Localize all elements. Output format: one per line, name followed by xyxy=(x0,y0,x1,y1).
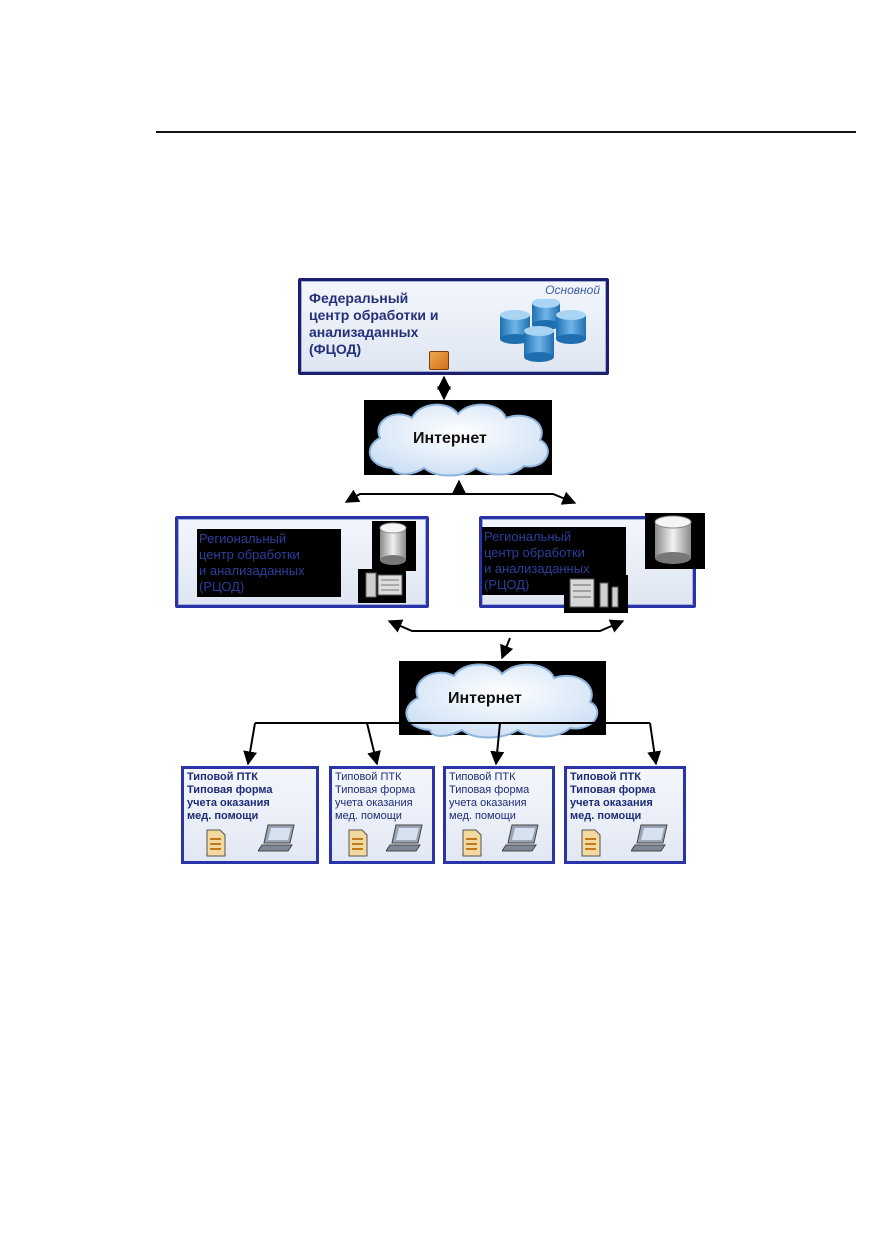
federal-center-box: Федеральный центр обработки и анализадан… xyxy=(298,278,609,375)
document-icon xyxy=(206,829,226,857)
server-icon xyxy=(564,575,628,613)
ptk-title-2: Типовой ПТК Типовая форма учета оказания… xyxy=(335,771,416,822)
arrow-internet-reg-right xyxy=(459,491,577,505)
document-icon xyxy=(348,829,368,857)
regional-center-right: Региональный центр обработки и анализада… xyxy=(479,513,705,613)
ptk-box-1: Типовой ПТК Типовая форма учета оказания… xyxy=(181,766,319,864)
internet-bottom-label: Интернет xyxy=(448,690,522,707)
laptop-icon xyxy=(258,824,295,852)
ptk-box-2: Типовой ПТК Типовая форма учета оказания… xyxy=(329,766,435,864)
laptop-icon xyxy=(631,824,668,852)
firewall-icon xyxy=(429,351,449,370)
internet-top-label: Интернет xyxy=(413,430,487,447)
database-icon xyxy=(500,299,586,362)
document-icon xyxy=(462,829,482,857)
regional-center-left: Региональный центр обработки и анализада… xyxy=(175,516,429,608)
arrow-reg-right-bus xyxy=(412,619,625,633)
arrow-ptk-3 xyxy=(490,722,505,766)
ptk-title-1: Типовой ПТК Типовая форма учета оказания… xyxy=(187,771,273,822)
federal-center-badge: Основной xyxy=(545,283,600,297)
arrow-ptk-2 xyxy=(366,722,381,766)
document-icon xyxy=(581,829,601,857)
federal-center-title: Федеральный центр обработки и анализадан… xyxy=(309,290,439,357)
arrow-ptk-4 xyxy=(647,722,662,766)
arrow-reg-left-bus xyxy=(387,619,600,633)
database-icon xyxy=(372,521,416,571)
ptk-box-4: Типовой ПТК Типовая форма учета оказания… xyxy=(564,766,686,864)
database-icon xyxy=(645,513,705,569)
server-icon xyxy=(358,569,406,603)
ptk-title-3: Типовой ПТК Типовая форма учета оказания… xyxy=(449,771,530,822)
arrow-ptk-1 xyxy=(243,722,258,766)
ptk-box-3: Типовой ПТК Типовая форма учета оказания… xyxy=(443,766,555,864)
regional-left-title: Региональный центр обработки и анализада… xyxy=(197,529,341,597)
header-rule xyxy=(156,131,856,133)
laptop-icon xyxy=(502,824,539,852)
arrow-bus-internet xyxy=(500,637,514,660)
arrow-internet-reg-left xyxy=(344,489,459,503)
cloud-icon xyxy=(364,400,552,477)
laptop-icon xyxy=(386,824,423,852)
ptk-title-4: Типовой ПТК Типовая форма учета оказания… xyxy=(570,771,656,822)
